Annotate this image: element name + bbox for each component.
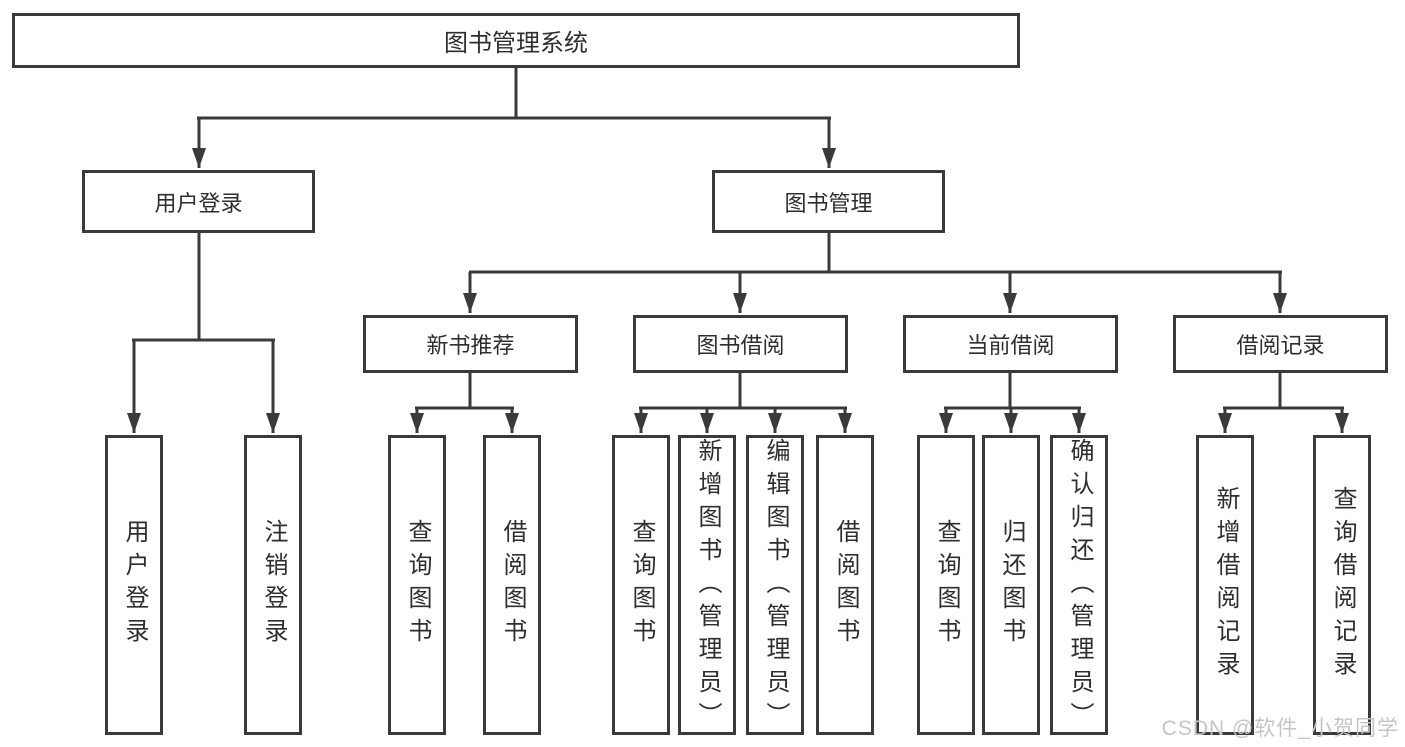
- node-book-management: 图书管理: [712, 170, 945, 233]
- leaf-label: 查询借阅记录: [1329, 486, 1356, 684]
- leaf-query-books-1: 查询图书: [388, 435, 446, 735]
- node-new-book-recommend: 新书推荐: [363, 315, 578, 373]
- node-label: 图书借阅: [696, 333, 785, 358]
- node-label: 用户登录: [154, 190, 243, 216]
- leaf-label: 查询图书: [404, 519, 431, 651]
- connector-root-to-level2: [192, 68, 836, 168]
- connector-newbooks-to-leaves: [410, 373, 519, 433]
- node-label: 当前借阅: [966, 333, 1055, 358]
- leaf-add-borrow-record: 新增借阅记录: [1196, 435, 1254, 735]
- leaf-add-books-admin: 新增图书（管理员）: [678, 435, 736, 735]
- node-label: 新书推荐: [426, 333, 515, 358]
- leaf-borrow-books-2: 借阅图书: [816, 435, 874, 735]
- leaf-label: 归还图书: [998, 519, 1025, 651]
- leaf-logout: 注销登录: [244, 435, 302, 735]
- leaf-edit-books-admin: 编辑图书（管理员）: [746, 435, 804, 735]
- leaf-label: 新增借阅记录: [1212, 486, 1239, 684]
- leaf-label: 借阅图书: [832, 519, 859, 651]
- leaf-label: 注销登录: [260, 519, 287, 651]
- leaf-return-books: 归还图书: [982, 435, 1040, 735]
- connector-bookmgmt-to-level3: [463, 233, 1287, 313]
- leaf-query-borrow-record: 查询借阅记录: [1313, 435, 1371, 735]
- connector-userlogin-to-leaves: [127, 233, 280, 433]
- node-borrowing-records: 借阅记录: [1173, 315, 1388, 373]
- node-label: 借阅记录: [1236, 333, 1325, 358]
- leaf-label: 用户登录: [121, 519, 148, 651]
- leaf-label: 确认归还（管理员）: [1066, 438, 1093, 735]
- node-library-management-system: 图书管理系统: [12, 13, 1020, 68]
- leaf-query-books-2: 查询图书: [612, 435, 670, 735]
- node-book-borrowing: 图书借阅: [633, 315, 848, 373]
- node-user-login: 用户登录: [82, 170, 315, 233]
- leaf-label: 查询图书: [933, 519, 960, 651]
- connector-currentborrow-to-leaves: [939, 373, 1086, 433]
- csdn-watermark: CSDN @软件_小贺同学: [1161, 717, 1399, 740]
- connector-bookborrow-to-leaves: [634, 373, 852, 433]
- leaf-label: 编辑图书（管理员）: [762, 438, 789, 735]
- leaf-confirm-return-admin: 确认归还（管理员）: [1050, 435, 1108, 735]
- connector-records-to-leaves: [1218, 373, 1349, 433]
- node-current-borrowing: 当前借阅: [903, 315, 1118, 373]
- leaf-label: 新增图书（管理员）: [694, 438, 721, 735]
- node-label: 图书管理系统: [444, 30, 588, 57]
- leaf-borrow-books-1: 借阅图书: [483, 435, 541, 735]
- node-label: 图书管理: [784, 190, 873, 216]
- leaf-label: 查询图书: [628, 519, 655, 651]
- leaf-query-books-3: 查询图书: [917, 435, 975, 735]
- leaf-label: 借阅图书: [499, 519, 526, 651]
- leaf-user-login: 用户登录: [105, 435, 163, 735]
